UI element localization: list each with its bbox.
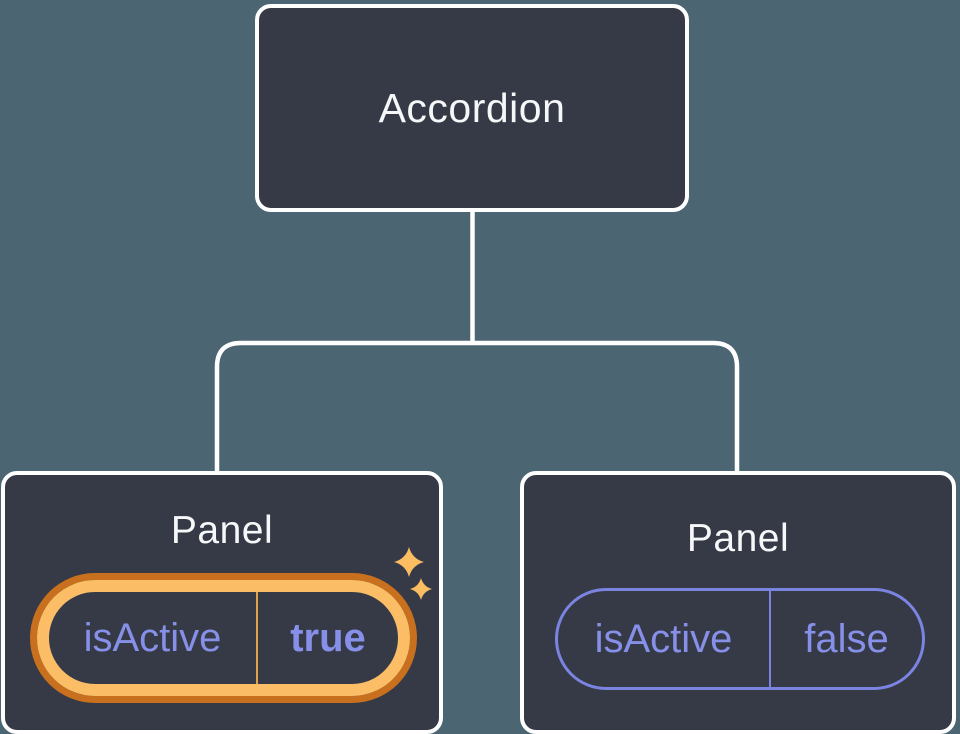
- node-panel-inactive: Panel isActive false: [520, 471, 956, 734]
- node-accordion: Accordion: [255, 4, 689, 212]
- panel-active-title: Panel: [170, 509, 274, 552]
- pill-divider: [256, 592, 258, 684]
- state-value-label: true: [290, 616, 366, 660]
- node-panel-active: Panel isActive true: [1, 471, 443, 734]
- state-value-label: false: [804, 617, 889, 661]
- state-name-label: isActive: [594, 617, 733, 661]
- node-accordion-label: Accordion: [378, 84, 566, 131]
- state-pill-inactive: isActive false: [555, 588, 925, 690]
- sparkle-icon: [394, 547, 432, 600]
- state-name-label: isActive: [83, 616, 222, 660]
- pill-divider: [769, 591, 771, 687]
- panel-inactive-title: Panel: [686, 517, 790, 560]
- state-pill-active: isActive true: [37, 580, 410, 696]
